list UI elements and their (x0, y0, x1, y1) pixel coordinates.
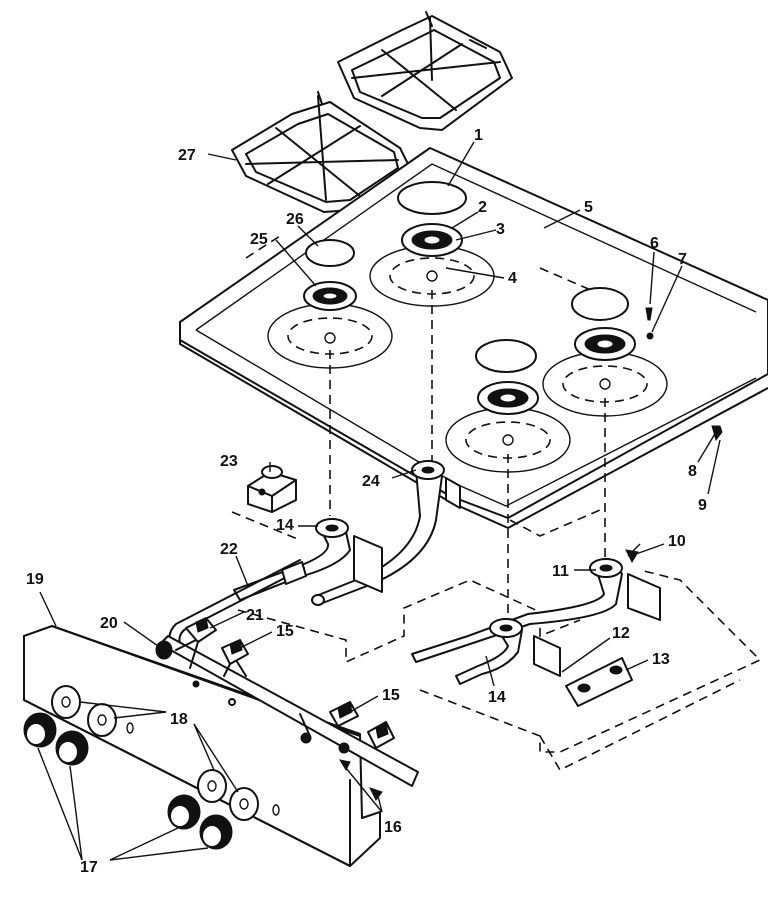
burner-head-right-front (445, 381, 571, 473)
valves-15 (185, 617, 395, 754)
bracket-13 (565, 657, 633, 707)
callout-18: 18 (170, 711, 188, 728)
callout-22: 22 (220, 541, 238, 558)
grate-rear (337, 11, 513, 131)
safety-valve-23 (247, 465, 297, 513)
leader-lines (37, 141, 721, 861)
screw-10 (625, 549, 639, 564)
callout-24: 24 (362, 473, 380, 490)
callout-20: 20 (100, 615, 118, 632)
screw-9 (711, 425, 723, 442)
callout-5: 5 (584, 199, 593, 216)
callout-11: 11 (552, 563, 569, 580)
burner-tubes-left (233, 460, 461, 606)
lower-manifold-frame (231, 509, 762, 772)
burner-cap-26 (305, 239, 355, 267)
burner-cap-right-rear (571, 287, 629, 321)
callout-labels: 1 2 3 4 5 6 7 8 9 10 11 12 13 14 14 15 1… (26, 127, 707, 876)
callout-15b: 15 (382, 687, 400, 704)
callout-26: 26 (286, 211, 304, 228)
callout-21: 21 (246, 607, 264, 624)
callout-3: 3 (496, 221, 505, 238)
knobs-17 (23, 712, 233, 850)
callout-16: 16 (384, 819, 402, 836)
burner-head-25 (267, 281, 393, 369)
burner-cap-1 (397, 181, 467, 215)
callout-2: 2 (478, 199, 487, 216)
burner-tubes-right (411, 558, 661, 685)
callout-23: 23 (220, 453, 238, 470)
washer-7 (646, 332, 654, 340)
callout-19: 19 (26, 571, 44, 588)
callout-10: 10 (668, 533, 686, 550)
callout-8: 8 (688, 463, 697, 480)
alignment-lines (329, 290, 606, 620)
burner-cap-right-front (475, 339, 537, 373)
screw-16b (338, 759, 351, 772)
callout-6: 6 (650, 235, 659, 252)
callout-12: 12 (612, 625, 630, 642)
callout-27: 27 (178, 147, 196, 164)
callout-15a: 15 (276, 623, 294, 640)
callout-13: 13 (652, 651, 670, 668)
callout-14b: 14 (488, 689, 506, 706)
screw-16 (369, 787, 383, 801)
callout-14a: 14 (276, 517, 294, 534)
screw-6 (645, 307, 653, 321)
callout-1: 1 (474, 127, 483, 144)
callout-4: 4 (508, 270, 517, 287)
callout-7: 7 (678, 251, 687, 268)
callout-9: 9 (698, 497, 707, 514)
callout-17: 17 (80, 859, 98, 876)
callout-25: 25 (250, 231, 268, 248)
